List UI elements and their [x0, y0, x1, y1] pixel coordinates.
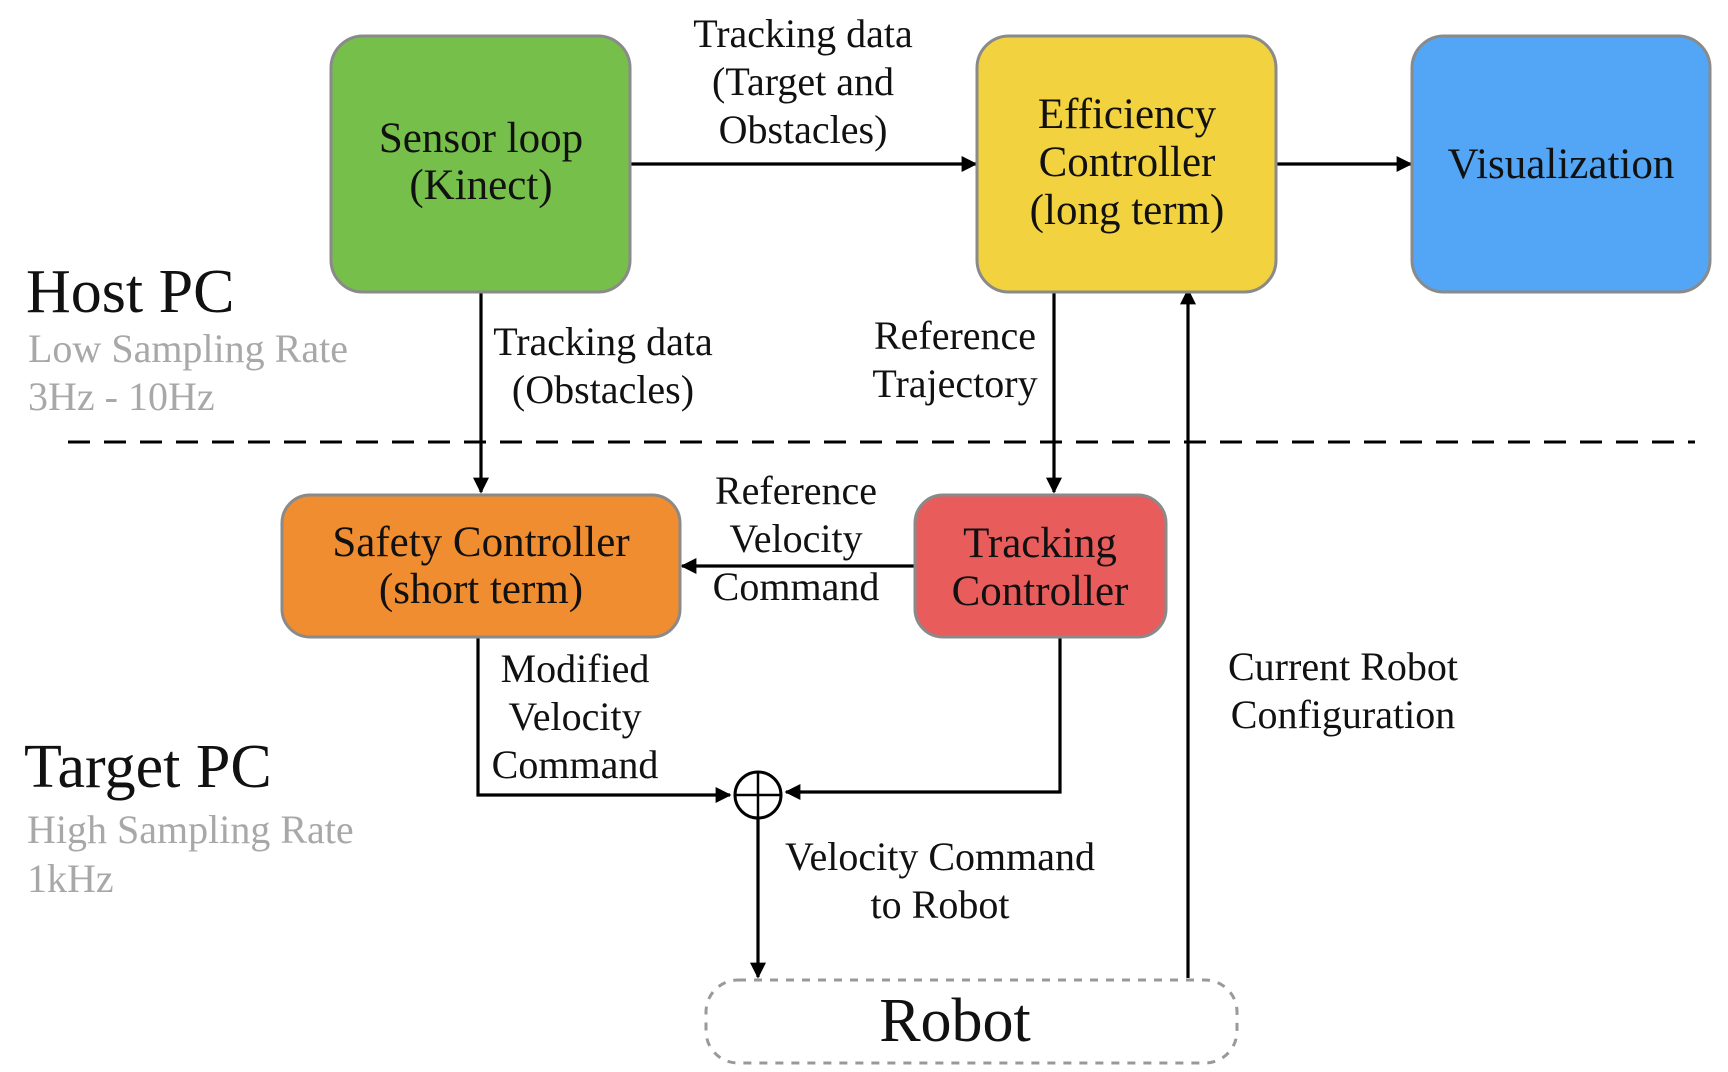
reference-velocity-label: Reference Velocity Command — [713, 468, 880, 609]
host-pc-title: Host PC — [26, 258, 234, 326]
sensor-loop-box — [329, 34, 632, 294]
tracking-obstacles-label: Tracking data (Obstacles) — [493, 319, 713, 412]
modified-velocity-line-2: Velocity — [508, 694, 641, 739]
efficiency-controller-label-3: (long term) — [1030, 187, 1225, 234]
velocity-to-robot-line-1: Velocity Command — [785, 834, 1095, 879]
robot-label: Robot — [879, 987, 1031, 1055]
reference-trajectory-line-1: Reference — [874, 313, 1036, 358]
tracking-target-obstacles-line-2: (Target and — [712, 59, 894, 104]
reference-velocity-line-2: Velocity — [729, 516, 862, 561]
efficiency-controller-node: Efficiency Controller (long term) — [975, 34, 1278, 294]
target-pc-zone-label: Target PC High Sampling Rate 1kHz — [24, 733, 354, 901]
efficiency-controller-label-1: Efficiency — [1038, 91, 1217, 138]
sensor-loop-label-2: (Kinect) — [409, 162, 552, 209]
modified-velocity-line-1: Modified — [501, 646, 650, 691]
tracking-target-obstacles-line-1: Tracking data — [693, 11, 913, 56]
sensor-loop-node: Sensor loop (Kinect) — [329, 34, 632, 294]
robot-box — [704, 978, 1239, 1065]
visualization-box — [1410, 34, 1712, 294]
tracking-target-obstacles-line-3: Obstacles) — [719, 107, 888, 152]
tracking-controller-label-2: Controller — [952, 568, 1129, 615]
efficiency-controller-box — [975, 34, 1278, 294]
velocity-to-robot-line-2: to Robot — [871, 882, 1010, 927]
visualization-label: Visualization — [1448, 141, 1675, 188]
efficiency-controller-label-2: Controller — [1039, 139, 1216, 186]
modified-velocity-line-3: Command — [492, 742, 659, 787]
edge-tracking-to-sum — [784, 637, 1062, 800]
safety-controller-label-1: Safety Controller — [332, 519, 629, 566]
velocity-to-robot-label: Velocity Command to Robot — [785, 834, 1095, 927]
current-config-line-1: Current Robot — [1228, 644, 1458, 689]
tracking-controller-box — [913, 493, 1168, 639]
target-pc-title: Target PC — [24, 733, 272, 801]
modified-velocity-label: Modified Velocity Command — [492, 646, 659, 787]
reference-velocity-line-3: Command — [713, 564, 880, 609]
edge-safety-to-sum — [476, 637, 732, 803]
safety-controller-node: Safety Controller (short term) — [280, 493, 682, 639]
reference-velocity-line-1: Reference — [715, 468, 877, 513]
host-pc-frequency: 3Hz - 10Hz — [28, 374, 215, 419]
host-pc-sampling-rate: Low Sampling Rate — [28, 326, 348, 371]
safety-controller-box — [280, 493, 682, 639]
current-config-label: Current Robot Configuration — [1228, 644, 1458, 737]
tracking-obstacles-line-1: Tracking data — [493, 319, 713, 364]
current-config-line-2: Configuration — [1231, 692, 1455, 737]
target-pc-sampling-rate: High Sampling Rate — [27, 807, 354, 852]
safety-controller-label-2: (short term) — [379, 566, 583, 613]
summing-junction — [733, 770, 783, 820]
reference-trajectory-line-2: Trajectory — [872, 361, 1037, 406]
reference-trajectory-label: Reference Trajectory — [872, 313, 1037, 406]
tracking-controller-node: Tracking Controller — [913, 493, 1168, 639]
visualization-node: Visualization — [1410, 34, 1712, 294]
tracking-controller-label-1: Tracking — [963, 520, 1117, 567]
host-pc-zone-label: Host PC Low Sampling Rate 3Hz - 10Hz — [26, 258, 348, 419]
sensor-loop-label-1: Sensor loop — [379, 115, 583, 162]
tracking-target-obstacles-label: Tracking data (Target and Obstacles) — [693, 11, 913, 152]
target-pc-frequency: 1kHz — [27, 856, 114, 901]
robot-node: Robot — [704, 978, 1239, 1065]
tracking-obstacles-line-2: (Obstacles) — [512, 367, 694, 412]
